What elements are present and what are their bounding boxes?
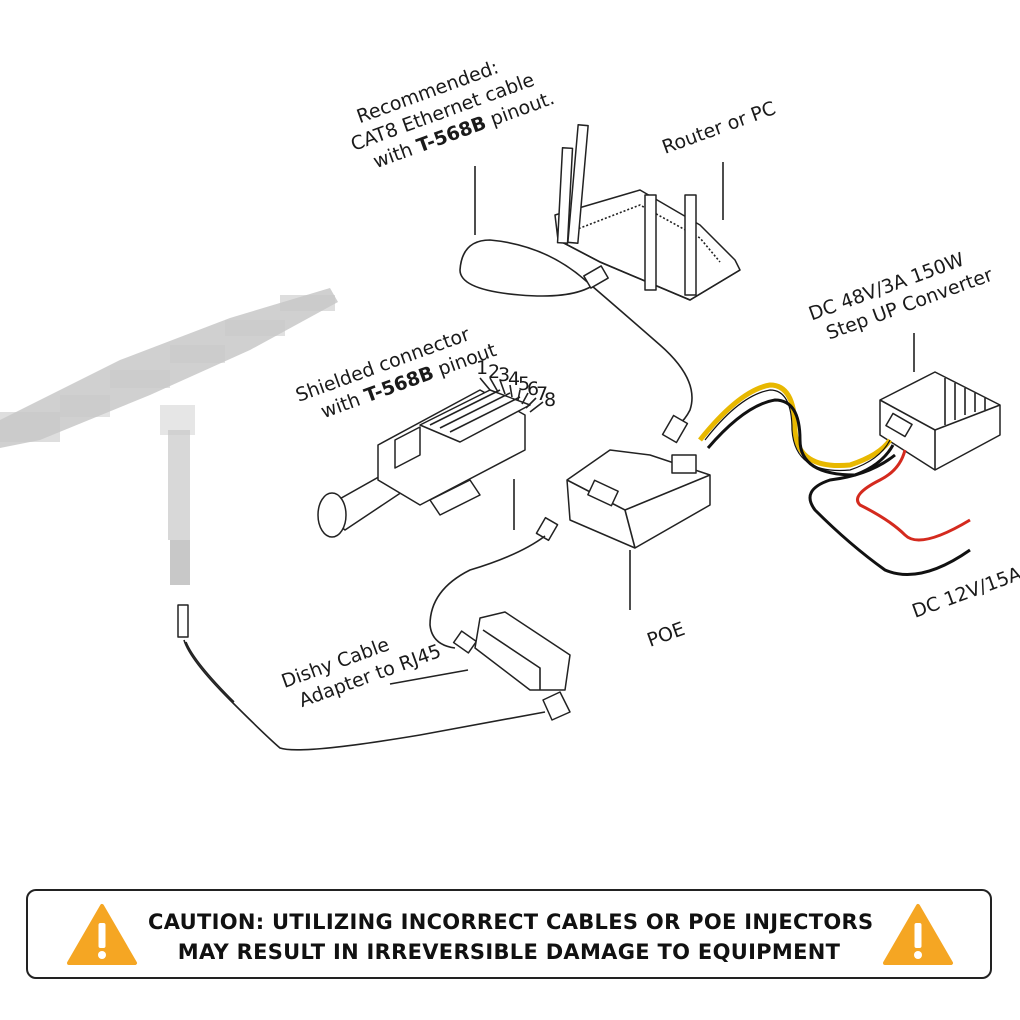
pin-6: 6 <box>527 378 539 400</box>
label-router: Router or PC <box>659 97 779 158</box>
ethernet-cable <box>459 239 693 444</box>
step-up-converter <box>879 371 1001 471</box>
shielded-connector <box>317 377 544 538</box>
router-device <box>554 124 741 301</box>
pin-2: 2 <box>488 361 500 383</box>
caution-line2: MAY RESULT IN IRREVERSIBLE DAMAGE TO EQU… <box>177 940 841 964</box>
pin-8: 8 <box>544 389 556 411</box>
label-poe: POE <box>644 618 688 652</box>
dishy-adapter <box>474 611 571 721</box>
poe-output-wires <box>698 382 895 477</box>
caution-line1: CAUTION: UTILIZING INCORRECT CABLES OR P… <box>148 910 874 934</box>
pin-5: 5 <box>518 373 530 395</box>
label-cable-recommendation: Recommended: CAT8 Ethernet cable with T-… <box>348 56 557 173</box>
pin-7: 7 <box>536 383 548 405</box>
poe-injector <box>566 449 711 549</box>
dish-cable <box>177 604 546 751</box>
warning-triangle-icon <box>67 904 137 965</box>
warning-triangle-icon <box>883 904 953 965</box>
caution-message: CAUTION: UTILIZING INCORRECT CABLES OR P… <box>148 907 874 967</box>
pin-3: 3 <box>498 364 510 386</box>
caution-banner: CAUTION: UTILIZING INCORRECT CABLES OR P… <box>26 889 992 979</box>
rj45-patch-cable <box>429 516 559 654</box>
label-converter: DC 48V/3A 150W Step UP Converter <box>806 249 996 345</box>
leader-lines <box>389 166 915 685</box>
label-dishy-adapter: Dishy Cable Adapter to RJ45 <box>279 633 445 711</box>
pin-numbers: 1 2 3 4 5 6 7 8 <box>476 357 556 411</box>
pin-4: 4 <box>508 368 520 390</box>
pixelated-dish-image <box>0 288 338 585</box>
pin-1: 1 <box>476 357 488 379</box>
dc-input-wires <box>808 449 971 576</box>
